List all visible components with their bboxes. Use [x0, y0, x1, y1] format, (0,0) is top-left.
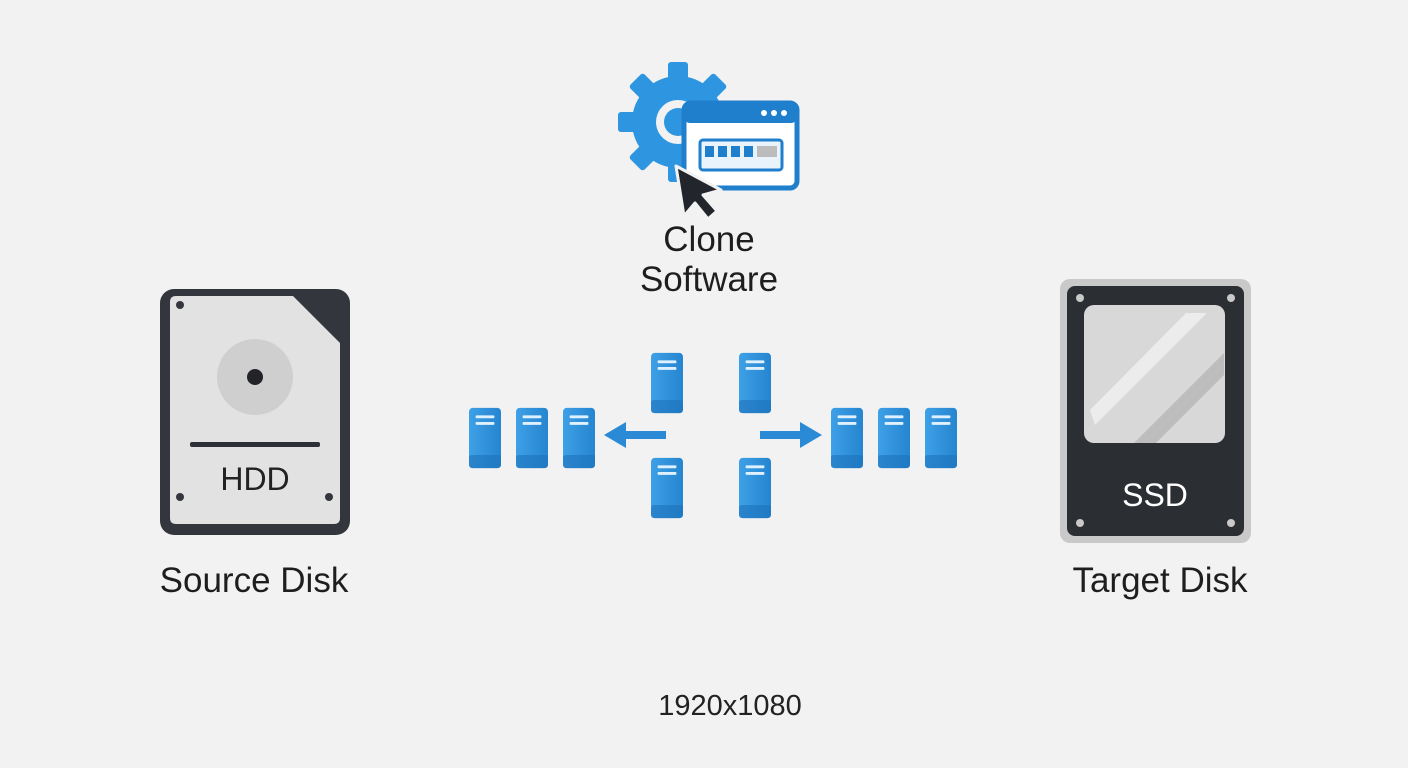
clone-software-label-line1: Clone — [663, 220, 755, 259]
source-data-blocks — [469, 407, 595, 469]
ssd-disk-label: SSD — [1122, 477, 1188, 513]
transfer-data-blocks — [651, 352, 771, 519]
ssd-icon — [1060, 279, 1251, 543]
hdd-icon — [160, 289, 350, 535]
arrow-left-icon — [604, 422, 666, 448]
cursor-icon — [674, 164, 723, 221]
target-disk-caption: Target Disk — [1072, 561, 1248, 600]
hdd-disk-label: HDD — [220, 461, 290, 497]
target-data-blocks — [831, 407, 957, 469]
resolution-text: 1920x1080 — [658, 690, 802, 722]
clone-software-label: Clone Software — [609, 220, 809, 300]
window-icon — [681, 100, 800, 191]
arrow-right-icon — [760, 422, 822, 448]
gear-window-cursor-icon — [618, 62, 800, 221]
clone-software-label-line2: Software — [639, 260, 779, 299]
source-disk-caption: Source Disk — [159, 561, 349, 600]
